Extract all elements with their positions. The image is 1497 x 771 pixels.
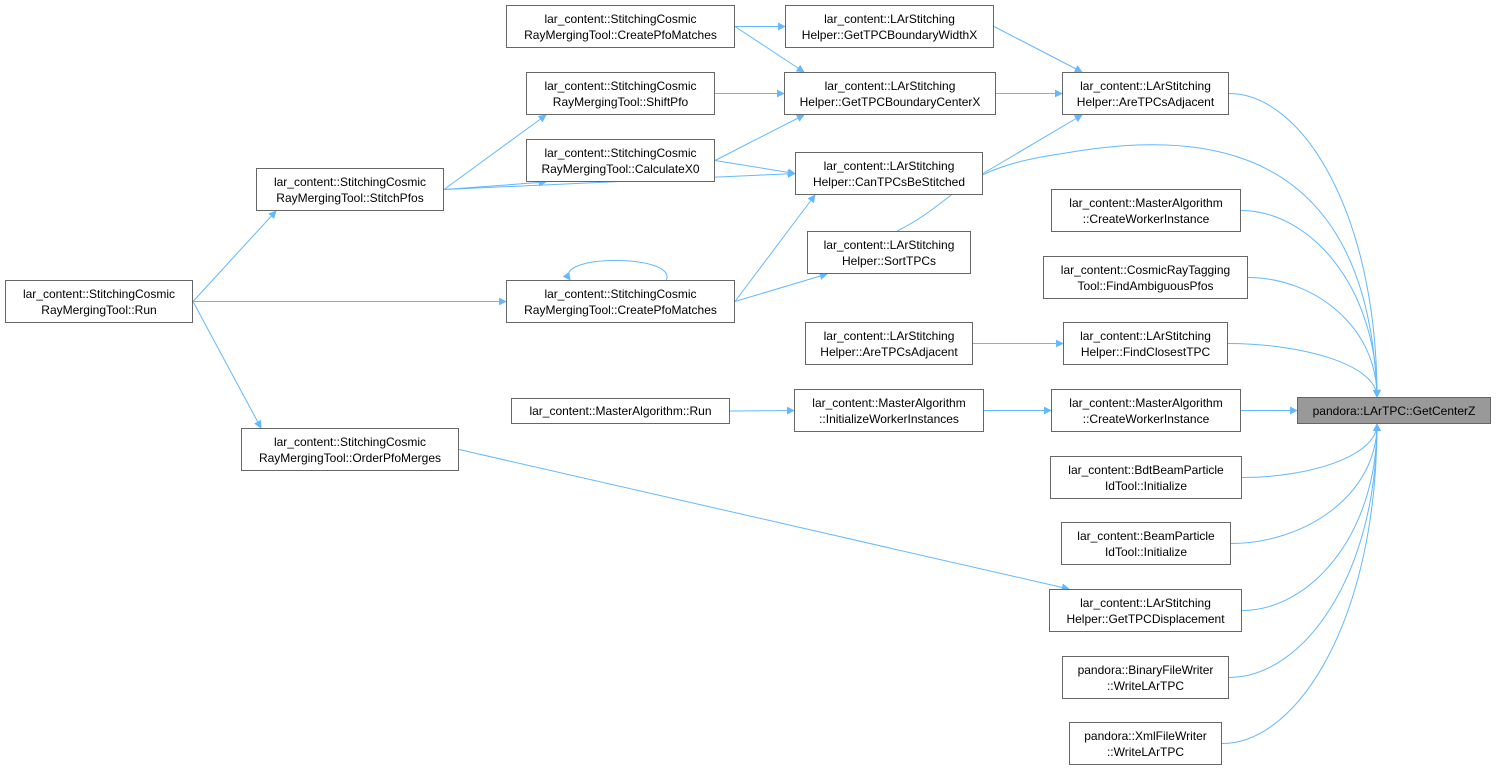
node-label-line: lar_content::StitchingCosmic: [544, 286, 697, 301]
edge-ws_run-to-ws_order: [192, 301, 262, 429]
node-label-line: pandora::BinaryFileWriter: [1077, 662, 1214, 677]
node-helper-sorttpcs[interactable]: lar_content::LArStitching Helper::SortTP…: [807, 231, 971, 274]
node-label-line: lar_content::LArStitching: [823, 328, 955, 343]
node-stitching-run[interactable]: lar_content::StitchingCosmic RayMergingT…: [5, 280, 193, 323]
edge-bin_w-to-root: [1228, 423, 1381, 678]
node-label-line: lar_content::StitchingCosmic: [273, 174, 427, 189]
edge-ws_cpm2-to-h_sort: [734, 272, 828, 302]
node-label-line: ::InitializeWorkerInstances: [819, 411, 959, 426]
node-cosmicraytagging-findambiguouspfos[interactable]: lar_content::CosmicRayTagging Tool::Find…: [1043, 256, 1248, 299]
node-label-line: lar_content::LArStitching: [1080, 78, 1211, 93]
node-label-line: IdTool::Initialize: [1104, 544, 1188, 559]
edge-bpid-to-root: [1230, 423, 1381, 544]
node-label-line: lar_content::StitchingCosmic: [273, 434, 427, 449]
node-label-line: RayMergingTool::CreatePfoMatches: [524, 302, 717, 317]
edge-ws_calc-to-h_can: [714, 160, 796, 177]
node-label-line: lar_content::LArStitching: [824, 11, 955, 26]
edge-bdt-to-root: [1241, 423, 1381, 478]
edge-ws_calc-to-h_center: [714, 114, 805, 161]
node-masteralgorithm-createworkerinstance-top[interactable]: lar_content::MasterAlgorithm ::CreateWor…: [1051, 189, 1241, 232]
node-label-line: lar_content::BeamParticle: [1077, 528, 1215, 543]
edge-xml_w-to-root: [1221, 423, 1381, 744]
node-helper-aretpcsadjacent-right[interactable]: lar_content::LArStitching Helper::AreTPC…: [1062, 72, 1229, 115]
edge-h_width-to-h_adj1: [993, 26, 1083, 73]
node-xmlfilewriter-writelartpc[interactable]: pandora::XmlFileWriter ::WriteLArTPC: [1069, 722, 1222, 765]
node-helper-gettpcboundarywidthx[interactable]: lar_content::LArStitching Helper::GetTPC…: [785, 5, 994, 48]
node-bdtbeamparticle-initialize[interactable]: lar_content::BdtBeamParticle IdTool::Ini…: [1050, 456, 1242, 499]
node-label-line: IdTool::Initialize: [1104, 478, 1188, 493]
edge-ma_cwi1-to-root: [1240, 210, 1381, 398]
node-label-line: ::CreateWorkerInstance: [1082, 211, 1210, 226]
node-masteralgorithm-run[interactable]: lar_content::MasterAlgorithm::Run: [511, 398, 730, 424]
node-label-line: lar_content::StitchingCosmic: [544, 145, 697, 160]
edge-ws_run-to-ws_stitch: [192, 210, 277, 302]
node-label-line: lar_content::StitchingCosmic: [544, 11, 697, 26]
node-label-line: ::WriteLArTPC: [1106, 744, 1185, 759]
node-label-line: Tool::FindAmbiguousPfos: [1077, 278, 1214, 293]
edge-ws_order-to-h_disp: [458, 449, 1070, 592]
node-label-line: lar_content::BdtBeamParticle: [1068, 462, 1224, 477]
edge-h_can-to-h_adj1: [982, 114, 1083, 174]
node-label-line: RayMergingTool::ShiftPfo: [552, 94, 689, 109]
node-stitching-calculatex0[interactable]: lar_content::StitchingCosmic RayMergingT…: [526, 139, 715, 182]
edge-ws_cpm2-to-ws_cpm2: [562, 260, 668, 281]
edge-h_closest-to-root: [1227, 343, 1381, 398]
node-label-line: Helper::AreTPCsAdjacent: [1076, 94, 1215, 109]
node-label-line: ::WriteLArTPC: [1106, 678, 1185, 693]
node-stitching-orderpfomerges[interactable]: lar_content::StitchingCosmic RayMergingT…: [241, 428, 459, 471]
node-stitching-shiftpfo[interactable]: lar_content::StitchingCosmic RayMergingT…: [526, 72, 715, 115]
node-label-line: lar_content::LArStitching: [824, 78, 956, 93]
node-helper-gettpcboundarycenterx[interactable]: lar_content::LArStitching Helper::GetTPC…: [784, 72, 996, 115]
node-label-line: lar_content::MasterAlgorithm: [1069, 195, 1223, 210]
node-helper-gettpcdisplacement[interactable]: lar_content::LArStitching Helper::GetTPC…: [1049, 589, 1242, 632]
node-stitching-createpfomatches-top[interactable]: lar_content::StitchingCosmic RayMergingT…: [506, 5, 735, 48]
node-label-line: lar_content::LArStitching: [823, 158, 955, 173]
node-label-line: lar_content::LArStitching: [1080, 595, 1211, 610]
edge-ws_cpm1-to-h_center: [734, 26, 805, 73]
node-label-line: Helper::AreTPCsAdjacent: [820, 344, 958, 359]
node-label-line: Helper::GetTPCBoundaryWidthX: [801, 27, 978, 42]
node-stitching-createpfomatches-bottom[interactable]: lar_content::StitchingCosmic RayMergingT…: [506, 280, 735, 323]
node-label-line: lar_content::StitchingCosmic: [22, 286, 176, 301]
edge-ma_run-to-ma_init: [729, 406, 795, 415]
node-helper-aretpcsadjacent-left[interactable]: lar_content::LArStitching Helper::AreTPC…: [805, 322, 973, 365]
node-label-line: lar_content::StitchingCosmic: [544, 78, 697, 93]
node-helper-findclosesttpc[interactable]: lar_content::LArStitching Helper::FindCl…: [1063, 322, 1228, 365]
node-masteralgorithm-createworkerinstance-bottom[interactable]: lar_content::MasterAlgorithm ::CreateWor…: [1051, 389, 1241, 432]
node-label-line: RayMergingTool::CalculateX0: [541, 161, 700, 176]
node-binaryfilewriter-writelartpc[interactable]: pandora::BinaryFileWriter ::WriteLArTPC: [1062, 656, 1229, 699]
node-label-line: Helper::SortTPCs: [841, 253, 937, 268]
node-label-line: ::CreateWorkerInstance: [1082, 411, 1210, 426]
node-label-line: Helper::CanTPCsBeStitched: [812, 174, 966, 189]
node-label-line: lar_content::CosmicRayTagging: [1060, 262, 1231, 277]
node-label-line: pandora::XmlFileWriter: [1084, 728, 1207, 743]
node-label-line: pandora::LArTPC::GetCenterZ: [1312, 403, 1476, 418]
node-root-getcenterz: pandora::LArTPC::GetCenterZ: [1297, 397, 1491, 424]
edge-ws_stitch-to-ws_shift: [443, 114, 547, 190]
node-label-line: RayMergingTool::CreatePfoMatches: [524, 27, 717, 42]
node-helper-cantpcsbestitched[interactable]: lar_content::LArStitching Helper::CanTPC…: [795, 152, 983, 195]
node-label-line: Helper::GetTPCDisplacement: [1066, 611, 1225, 626]
node-masteralgorithm-initializeworkerinstances[interactable]: lar_content::MasterAlgorithm ::Initializ…: [794, 389, 984, 432]
edge-ws_cpm2-to-h_can: [734, 194, 816, 302]
node-label-line: lar_content::LArStitching: [823, 237, 955, 252]
edge-h_disp-to-root: [1241, 423, 1381, 611]
edge-crt-to-root: [1247, 277, 1381, 398]
node-label-line: lar_content::MasterAlgorithm: [812, 395, 966, 410]
node-beamparticle-initialize[interactable]: lar_content::BeamParticle IdTool::Initia…: [1061, 522, 1231, 565]
node-stitching-stitchpfos[interactable]: lar_content::StitchingCosmic RayMergingT…: [256, 168, 444, 211]
node-label-line: lar_content::MasterAlgorithm: [1069, 395, 1223, 410]
node-label-line: Helper::FindClosestTPC: [1080, 344, 1211, 359]
edge-h_adj1-to-root: [1228, 93, 1381, 398]
node-label-line: RayMergingTool::StitchPfos: [276, 190, 424, 205]
node-label-line: lar_content::MasterAlgorithm::Run: [529, 404, 712, 418]
node-label-line: RayMergingTool::Run: [41, 302, 157, 317]
node-label-line: RayMergingTool::OrderPfoMerges: [258, 450, 442, 465]
node-label-line: Helper::GetTPCBoundaryCenterX: [799, 94, 981, 109]
node-label-line: lar_content::LArStitching: [1080, 328, 1211, 343]
